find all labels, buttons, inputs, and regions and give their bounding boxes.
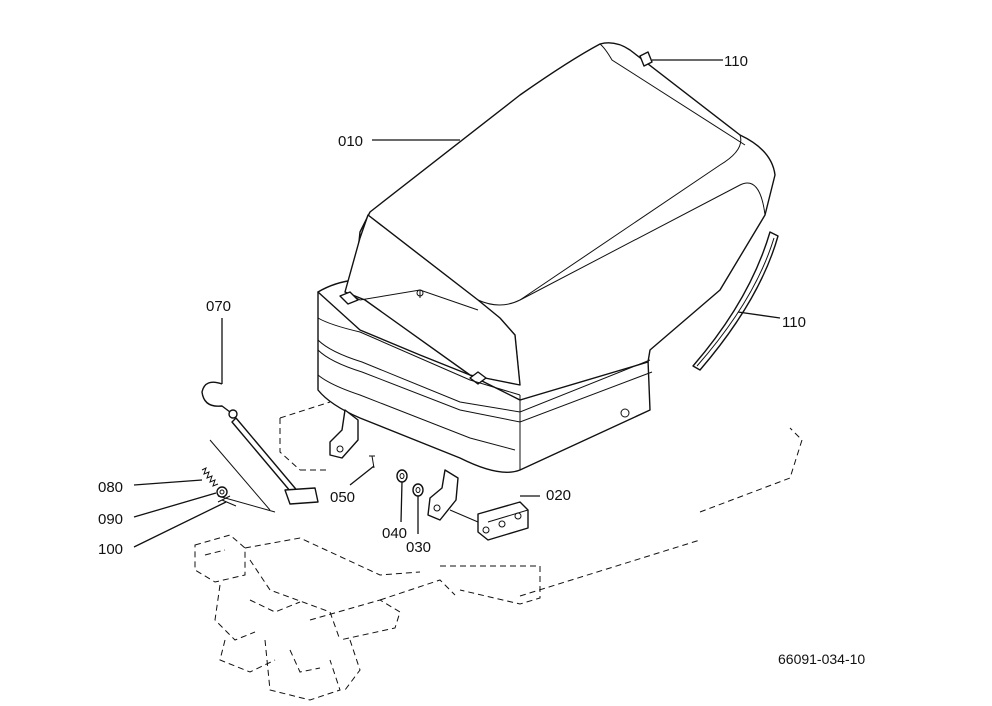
washer-part-030 <box>412 483 424 497</box>
hinge-part-020 <box>449 501 529 541</box>
spring-part-080 <box>201 467 219 487</box>
leader-lines <box>133 59 781 548</box>
callout-020: 020 <box>546 487 571 504</box>
callout-030: 030 <box>406 539 431 556</box>
washer-part-040 <box>396 469 408 483</box>
drawing-number: 66091-034-10 <box>778 651 865 667</box>
callout-100: 100 <box>98 541 123 558</box>
callout-070: 070 <box>206 298 231 315</box>
callout-110-side: 110 <box>782 314 806 331</box>
support-rod-part-070 <box>201 381 319 513</box>
callout-040: 040 <box>382 525 407 542</box>
callout-080: 080 <box>98 479 123 496</box>
callout-110-top: 110 <box>724 53 748 70</box>
bonnet-part-010 <box>317 42 776 521</box>
washer-part-090 <box>216 486 228 498</box>
seal-strip-part-110 <box>692 231 779 371</box>
callout-050: 050 <box>330 489 355 506</box>
tractor-frame-outline <box>194 401 803 701</box>
callout-010: 010 <box>338 133 363 150</box>
pin-part-100 <box>217 495 237 507</box>
seal-piece-part-110 <box>639 51 653 67</box>
callout-090: 090 <box>98 511 123 528</box>
